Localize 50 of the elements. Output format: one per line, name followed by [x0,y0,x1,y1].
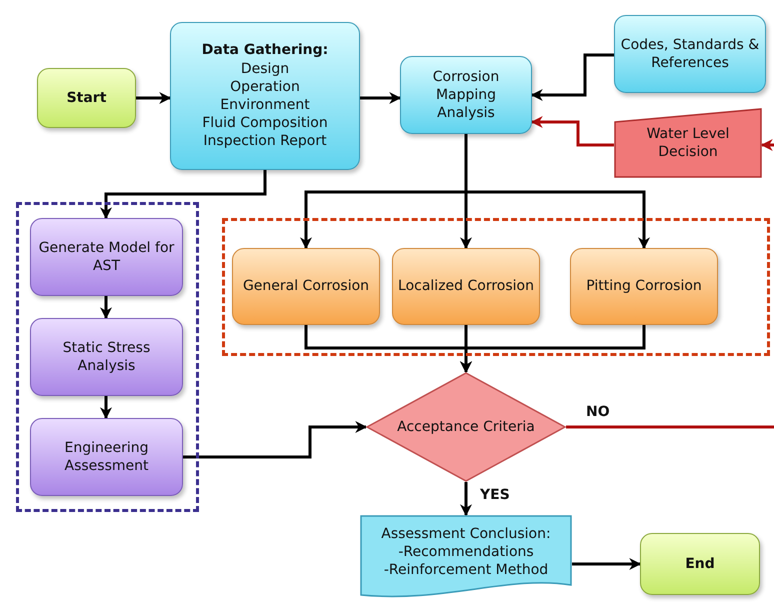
connector-arrow [100,296,112,320]
node-label: Engineering Assessment [64,438,150,476]
connector-arrow [136,92,172,104]
connector-arrow [460,482,472,516]
process-box [640,533,760,595]
dashed-group-frame [16,202,199,512]
node-label: Environment [219,96,311,114]
process-box [570,248,718,325]
process-box [37,68,136,128]
connector-arrow [530,54,614,101]
node-heading: Data Gathering: [200,41,330,60]
process-box [614,15,766,93]
node-label: General Corrosion [242,277,370,296]
manual-input-shape [614,108,762,178]
node-label: Operation [229,78,301,96]
node-label: Corrosion Mapping Analysis [432,68,500,122]
connector-arrow [183,421,368,458]
connector-arrow [572,558,642,570]
node-label: Acceptance Criteria [396,418,536,436]
process-box [30,418,183,496]
process-box [30,218,183,296]
node-label: Water Level Decision [646,124,730,162]
node-label: -Recommendations [397,542,535,562]
node-label: Design [240,60,290,78]
process-box [30,318,183,396]
node-label: Inspection Report [202,132,328,151]
node-label: End [684,554,716,574]
node-label: Localized Corrosion [397,277,535,296]
decision-diamond [366,372,566,482]
node-label: Fluid Composition [201,114,329,132]
node-label: Static Stress Analysis [62,338,152,376]
dashed-group-frame [222,218,770,356]
process-box [392,248,540,325]
connector-arrow [460,325,646,374]
node-label: Start [66,88,108,108]
node-label: Pitting Corrosion [585,277,703,296]
connector-arrow [100,170,266,220]
process-box [400,56,532,134]
connector-arrow [100,396,112,420]
connector-arrow [360,92,402,104]
connector-arrow [760,139,774,151]
process-box [170,22,360,170]
node-label: Generate Model for AST [38,238,176,276]
connector-arrow [530,116,614,146]
document-shape [360,515,572,599]
node-label: Codes, Standards & References [620,36,760,72]
connector-arrow [464,134,650,250]
node-label: Assessment Conclusion: [380,524,552,543]
process-box [232,248,380,325]
node-label: -Reinforcement Method [382,561,550,580]
